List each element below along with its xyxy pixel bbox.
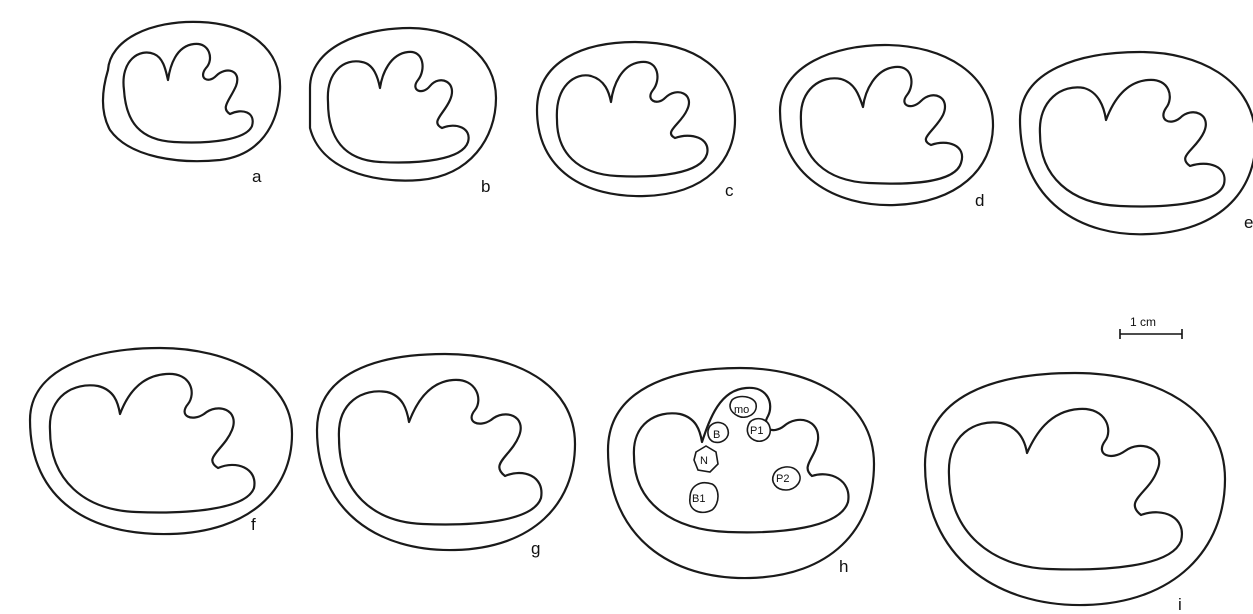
section-a-inner-outline <box>123 44 252 143</box>
section-b-outer-outline <box>310 28 496 181</box>
section-b-inner-outline <box>328 52 469 163</box>
section-c-outer-outline <box>537 42 735 196</box>
structure-n: N <box>694 446 718 472</box>
section-d-inner-outline <box>801 67 962 184</box>
panel-label-b: b <box>481 177 490 196</box>
section-e-inner-outline <box>1040 80 1225 207</box>
section-e <box>1020 52 1253 234</box>
structure-p2: P2 <box>773 467 800 490</box>
panel-label-g: g <box>531 539 540 558</box>
section-a <box>103 22 280 161</box>
structure-mo-label: mo <box>734 404 749 416</box>
scale-bar: 1 cm <box>1120 315 1182 339</box>
panel-label-i: i <box>1178 595 1182 614</box>
section-h: mo B N B1 P1 P2 <box>608 368 874 578</box>
section-c <box>537 42 735 196</box>
panel-label-a: a <box>252 167 262 186</box>
section-d <box>780 45 993 205</box>
panel-label-c: c <box>725 181 734 200</box>
panel-label-f: f <box>251 515 256 534</box>
panel-label-h: h <box>839 557 848 576</box>
structure-mo: mo <box>730 397 756 418</box>
structure-n-label: N <box>700 455 708 467</box>
panel-label-e: e <box>1244 213 1253 232</box>
section-b <box>310 28 496 181</box>
section-g-inner-outline <box>339 380 542 525</box>
structure-b: B <box>708 423 728 443</box>
section-g-outer-outline <box>317 354 575 550</box>
structure-p1: P1 <box>747 419 770 442</box>
panel-label-d: d <box>975 191 984 210</box>
structure-b-label: B <box>713 429 720 441</box>
structure-p2-label: P2 <box>776 473 789 485</box>
structure-b1-label: B1 <box>692 493 705 505</box>
section-f-outer-outline <box>30 348 292 534</box>
section-f-inner-outline <box>50 374 255 513</box>
structure-p1-label: P1 <box>750 425 763 437</box>
section-a-outer-outline <box>103 22 280 161</box>
section-c-inner-outline <box>557 62 708 177</box>
structure-b1: B1 <box>690 483 718 513</box>
section-i-inner-outline <box>949 409 1182 570</box>
section-g <box>317 354 575 550</box>
section-f <box>30 348 292 534</box>
scale-bar-label: 1 cm <box>1130 315 1156 329</box>
section-i <box>925 373 1225 605</box>
